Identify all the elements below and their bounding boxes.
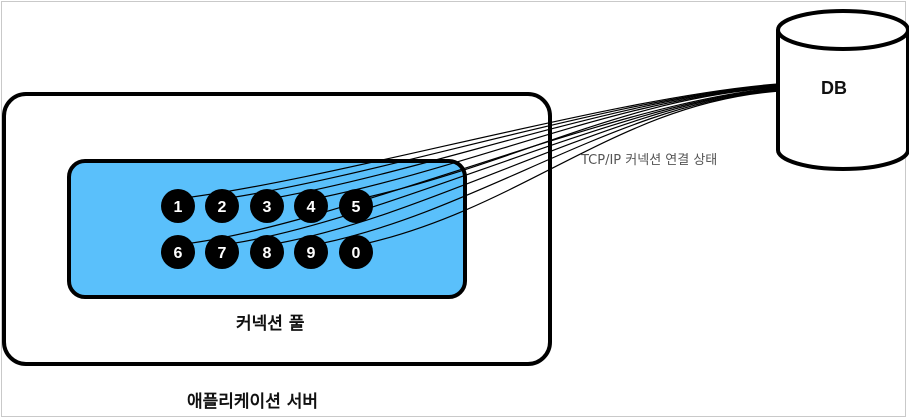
connection-node: 4	[294, 189, 328, 223]
tcp-connection-line	[277, 89, 779, 245]
connection-number: 1	[174, 199, 183, 216]
connection-circle	[161, 189, 195, 223]
tcp-connection-line	[366, 90, 779, 245]
connection-pool-label: 커넥션 풀	[236, 314, 305, 334]
tcp-connection-line	[188, 83, 779, 199]
connection-node: 2	[205, 189, 239, 223]
connection-circle	[250, 189, 284, 223]
database-top	[776, 9, 909, 51]
connection-node: 5	[339, 189, 373, 223]
connection-node: 3	[250, 189, 284, 223]
connection-circle	[250, 235, 284, 269]
tcp-connection-line	[232, 84, 779, 199]
connection-circle	[205, 189, 239, 223]
tcp-connection-line	[321, 89, 779, 245]
connection-circle	[294, 235, 328, 269]
connection-circle	[161, 235, 195, 269]
tcp-connection-line	[188, 87, 779, 245]
tcp-connection-line	[232, 88, 779, 245]
connection-node: 0	[339, 235, 373, 269]
connection-circle	[339, 235, 373, 269]
connection-circle	[339, 189, 373, 223]
connection-node: 1	[161, 189, 195, 223]
connection-node: 6	[161, 235, 195, 269]
connection-node: 7	[205, 235, 239, 269]
connection-node: 9	[294, 235, 328, 269]
connection-group: 1 2 3 4 5 6 7 8 9 0	[161, 189, 373, 269]
connection-number: 9	[307, 245, 316, 262]
connection-number: 4	[307, 199, 316, 216]
tcp-connection-label: TCP/IP 커넥션 연결 상태	[581, 153, 718, 168]
connection-pool-box	[67, 159, 467, 299]
connection-number: 8	[263, 245, 272, 262]
connection-node: 8	[250, 235, 284, 269]
connection-number: 3	[263, 199, 272, 216]
tcp-connection-line	[277, 85, 779, 199]
connection-number: 0	[352, 245, 361, 262]
db-label: DB	[821, 78, 847, 98]
connection-circle	[205, 235, 239, 269]
application-server-label: 애플리케이션 서버	[187, 392, 319, 412]
tcp-connection-line	[321, 85, 779, 199]
connection-number: 5	[352, 199, 361, 216]
connection-number: 2	[218, 199, 227, 216]
tcp-connection-line	[366, 86, 779, 199]
connection-number: 7	[218, 245, 227, 262]
connection-circle	[294, 189, 328, 223]
connection-number: 6	[174, 245, 183, 262]
database-cylinder	[776, 9, 909, 171]
tcp-connection-lines	[188, 83, 779, 245]
